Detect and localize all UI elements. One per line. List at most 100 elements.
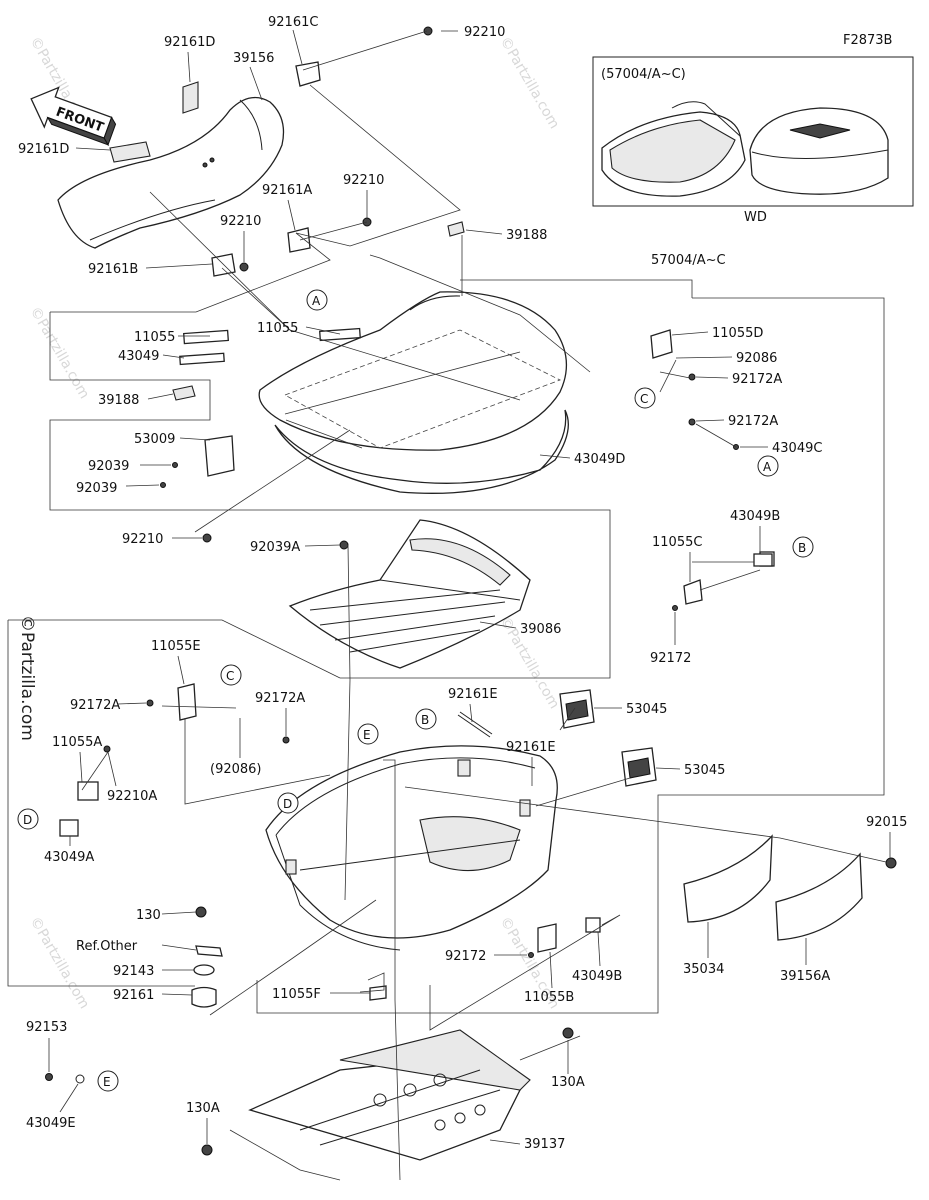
carrier-39137 bbox=[248, 1029, 531, 1161]
lid-shell bbox=[258, 291, 569, 494]
figure-code: F2873B bbox=[843, 33, 892, 48]
mount-stack bbox=[191, 945, 223, 1008]
part-label: 92161 bbox=[113, 988, 154, 1003]
part-label: 92172A bbox=[70, 698, 120, 713]
part-label: 130 bbox=[136, 908, 161, 923]
reflector-35034 bbox=[683, 834, 773, 923]
part-label: 43049 bbox=[118, 349, 159, 364]
part-label: 39137 bbox=[524, 1137, 565, 1152]
fasteners bbox=[45, 26, 897, 1156]
callout-a2: A bbox=[757, 455, 779, 477]
part-label: 92210 bbox=[220, 214, 261, 229]
part-label: 35034 bbox=[683, 962, 724, 977]
latch-53045 bbox=[559, 689, 657, 787]
part-label: 92086 bbox=[736, 351, 777, 366]
part-label: 92015 bbox=[866, 815, 907, 830]
part-label: 130A bbox=[186, 1101, 220, 1116]
svg-text:B: B bbox=[421, 713, 429, 727]
callout-c2: C bbox=[220, 664, 242, 686]
part-label: 39188 bbox=[98, 393, 139, 408]
part-label: 43049C bbox=[772, 441, 822, 456]
callout-b1: B bbox=[792, 536, 814, 558]
part-label: 11055D bbox=[712, 326, 763, 341]
part-label: 43049B bbox=[572, 969, 622, 984]
part-label: 11055C bbox=[652, 535, 702, 550]
part-label: Ref.Other bbox=[76, 939, 138, 954]
svg-text:D: D bbox=[23, 813, 32, 827]
svg-text:B: B bbox=[798, 541, 806, 555]
part-label: 43049A bbox=[44, 850, 94, 865]
hinge-parts bbox=[59, 61, 775, 1001]
part-label: 92143 bbox=[113, 964, 154, 979]
inset-caption: WD bbox=[744, 210, 767, 225]
part-label: 92210 bbox=[122, 532, 163, 547]
part-label: 92172A bbox=[732, 372, 782, 387]
part-label: 92172A bbox=[255, 691, 305, 706]
part-label: 11055A bbox=[52, 735, 102, 750]
part-label: 92161D bbox=[164, 35, 215, 50]
part-label: 92153 bbox=[26, 1020, 67, 1035]
part-label: 92161A bbox=[262, 183, 312, 198]
part-label: 11055F bbox=[272, 987, 321, 1002]
part-label: 39156A bbox=[780, 969, 830, 984]
part-label: 92161E bbox=[506, 740, 556, 755]
part-label: 39188 bbox=[506, 228, 547, 243]
watermark: ©Partzilla.com bbox=[497, 34, 563, 132]
callout-b2: B bbox=[415, 708, 437, 730]
inset-wd: (57004/A~C) WD bbox=[592, 56, 914, 225]
part-label: 92161D bbox=[18, 142, 69, 157]
svg-text:E: E bbox=[363, 728, 371, 742]
callout-c1: C bbox=[634, 387, 656, 409]
callout-d2: D bbox=[17, 808, 39, 830]
watermark: ©Partzilla.com bbox=[27, 914, 93, 1012]
part-label: 92039 bbox=[76, 481, 117, 496]
callout-a1: A bbox=[306, 289, 328, 311]
part-label: 57004/A~C bbox=[651, 253, 726, 268]
svg-text:A: A bbox=[312, 294, 321, 308]
part-label: 43049B bbox=[730, 509, 780, 524]
part-label: 43049E bbox=[26, 1116, 76, 1131]
cover-39156A bbox=[775, 852, 863, 941]
tray-39086 bbox=[288, 519, 531, 669]
inset-title: (57004/A~C) bbox=[601, 67, 686, 82]
callout-d1: D bbox=[277, 792, 299, 814]
part-label: 92161B bbox=[88, 262, 138, 277]
part-label: 92210A bbox=[107, 789, 157, 804]
callout-e1: E bbox=[357, 723, 379, 745]
svg-text:C: C bbox=[640, 392, 648, 406]
part-label: (92086) bbox=[210, 762, 262, 777]
leader-lines bbox=[7, 30, 887, 1181]
svg-text:C: C bbox=[226, 669, 234, 683]
part-label: 39156 bbox=[233, 51, 274, 66]
pad-92161d bbox=[109, 81, 199, 163]
part-label: 92210 bbox=[343, 173, 384, 188]
part-label: 92210 bbox=[464, 25, 505, 40]
watermark: ©Partzilla.com bbox=[27, 304, 93, 402]
part-label: 92161E bbox=[448, 687, 498, 702]
part-label: 92039A bbox=[250, 540, 300, 555]
part-label: 11055B bbox=[524, 990, 574, 1005]
cushion-39156 bbox=[57, 96, 285, 249]
label-leaders bbox=[48, 29, 891, 1145]
part-label: 11055E bbox=[151, 639, 201, 654]
part-label: 43049D bbox=[574, 452, 625, 467]
part-label: 53009 bbox=[134, 432, 175, 447]
callout-e2: E bbox=[97, 1070, 119, 1092]
part-label: 39086 bbox=[520, 622, 561, 637]
part-labels: 92161D 92161C 92210 39156 92161D 92161A … bbox=[18, 15, 907, 1152]
part-label: 11055 bbox=[134, 330, 175, 345]
svg-text:E: E bbox=[103, 1075, 111, 1089]
svg-text:D: D bbox=[283, 797, 292, 811]
part-label: 92172 bbox=[650, 651, 691, 666]
part-label: 92172A bbox=[728, 414, 778, 429]
part-label: 53045 bbox=[626, 702, 667, 717]
part-label: 92039 bbox=[88, 459, 129, 474]
part-label: 92161C bbox=[268, 15, 318, 30]
case-main bbox=[265, 745, 558, 951]
watermark-vertical: ©Partzilla.com bbox=[17, 615, 37, 741]
part-label: 11055 bbox=[257, 321, 298, 336]
svg-text:A: A bbox=[763, 460, 772, 474]
part-label: 130A bbox=[551, 1075, 585, 1090]
part-label: 92172 bbox=[445, 949, 486, 964]
